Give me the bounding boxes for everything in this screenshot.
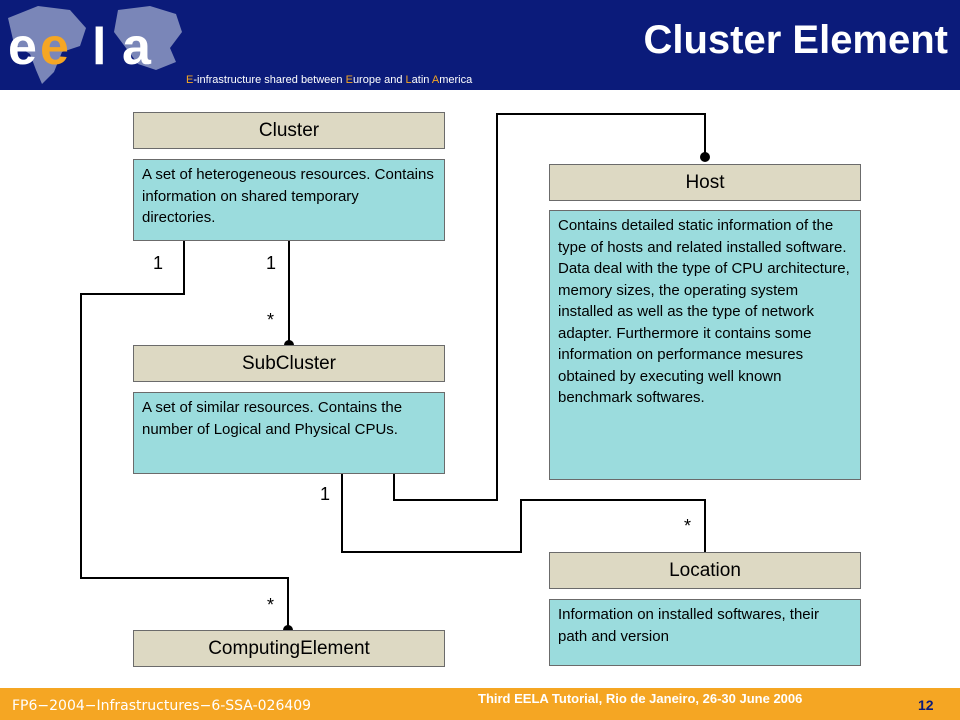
logo-e1: e [8, 18, 37, 76]
tagline-part: E [345, 74, 353, 86]
tagline: E-infrastructure shared between Europe a… [186, 74, 472, 86]
tagline-part: E [186, 74, 194, 86]
cluster-ce-connector [80, 241, 289, 630]
uml-diagram: Cluster A set of heterogeneous resources… [0, 90, 960, 688]
cluster-class: Cluster [133, 112, 445, 149]
tagline-part: urope and [352, 74, 406, 86]
footer-project: FP6−2004−Infrastructures−6-SSA-026409 [12, 698, 312, 714]
multiplicity-label: * [684, 516, 692, 536]
computingelement-class: ComputingElement [133, 630, 445, 667]
host-end-dot [700, 152, 710, 162]
footer-event: Third EELA Tutorial, Rio de Janeiro, 26-… [478, 691, 803, 706]
logo-l: l [92, 18, 106, 76]
tagline-part: A [431, 74, 440, 86]
location-description: Information on installed softwares, thei… [549, 599, 861, 666]
page-number: 12 [918, 697, 934, 713]
subcluster-class: SubCluster [133, 345, 445, 382]
tagline-part: atin [411, 74, 432, 86]
subcluster-host-connector [393, 113, 706, 501]
multiplicity-label: 1 [266, 253, 277, 273]
host-class: Host [549, 164, 861, 201]
multiplicity-label: 1 [153, 253, 164, 273]
subcluster-location-connector [341, 474, 706, 553]
host-description: Contains detailed static information of … [549, 210, 861, 480]
multiplicity-label: * [267, 310, 275, 330]
subcluster-description: A set of similar resources. Contains the… [133, 392, 445, 474]
continent-shape [8, 6, 86, 84]
tagline-part: L [405, 74, 412, 86]
page-title: Cluster Element [643, 18, 948, 62]
footer-bar: FP6−2004−Infrastructures−6-SSA-026409 Th… [0, 688, 960, 720]
cluster-description: A set of heterogeneous resources. Contai… [133, 159, 445, 241]
logo-a: a [122, 18, 152, 76]
europe-shape [114, 6, 182, 70]
location-class: Location [549, 552, 861, 589]
logo-e2: e [40, 18, 69, 76]
multiplicity-label: 1 [320, 484, 331, 504]
header-bar: e e l a E-infrastructure shared between … [0, 0, 960, 90]
tagline-part: merica [439, 74, 473, 86]
eela-logo: e e l a [8, 6, 182, 84]
multiplicity-label: * [267, 595, 275, 615]
tagline-part: -infrastructure shared between [193, 74, 346, 86]
